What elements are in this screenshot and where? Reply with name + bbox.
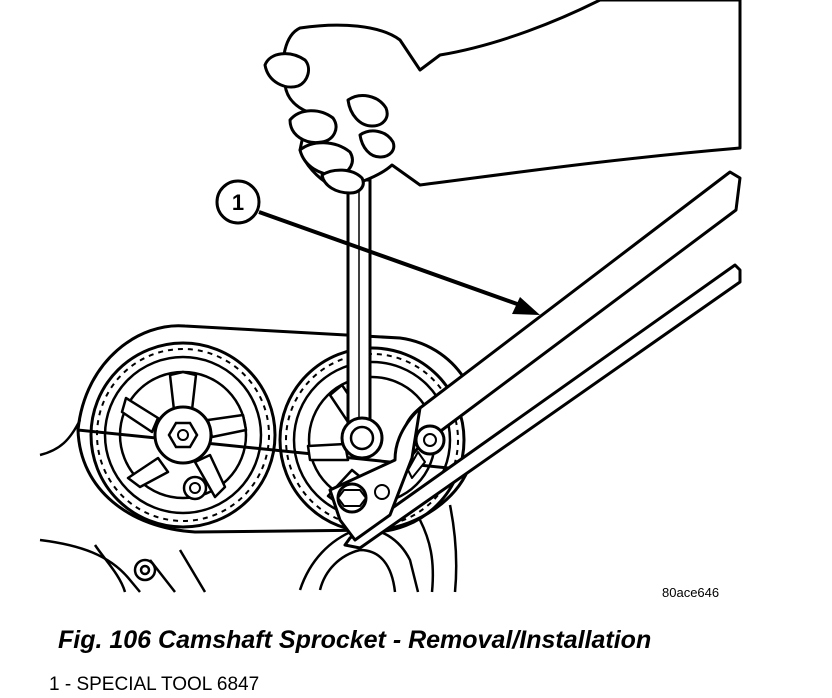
technician-hand [263, 0, 742, 195]
socket-extension [340, 178, 384, 460]
svg-text:1: 1 [232, 190, 244, 215]
timing-belt [76, 324, 471, 534]
image-code: 80ace646 [662, 585, 720, 600]
legend-item: 1 - SPECIAL TOOL 6847 [49, 674, 260, 695]
figure-caption: Fig. 106 Camshaft Sprocket - Removal/Ins… [58, 626, 652, 654]
mounting-bolt-lower-left [133, 558, 157, 582]
callout-1: 1 [215, 179, 540, 315]
special-tool-6847 [328, 170, 742, 550]
left-camshaft-sprocket [89, 341, 277, 529]
